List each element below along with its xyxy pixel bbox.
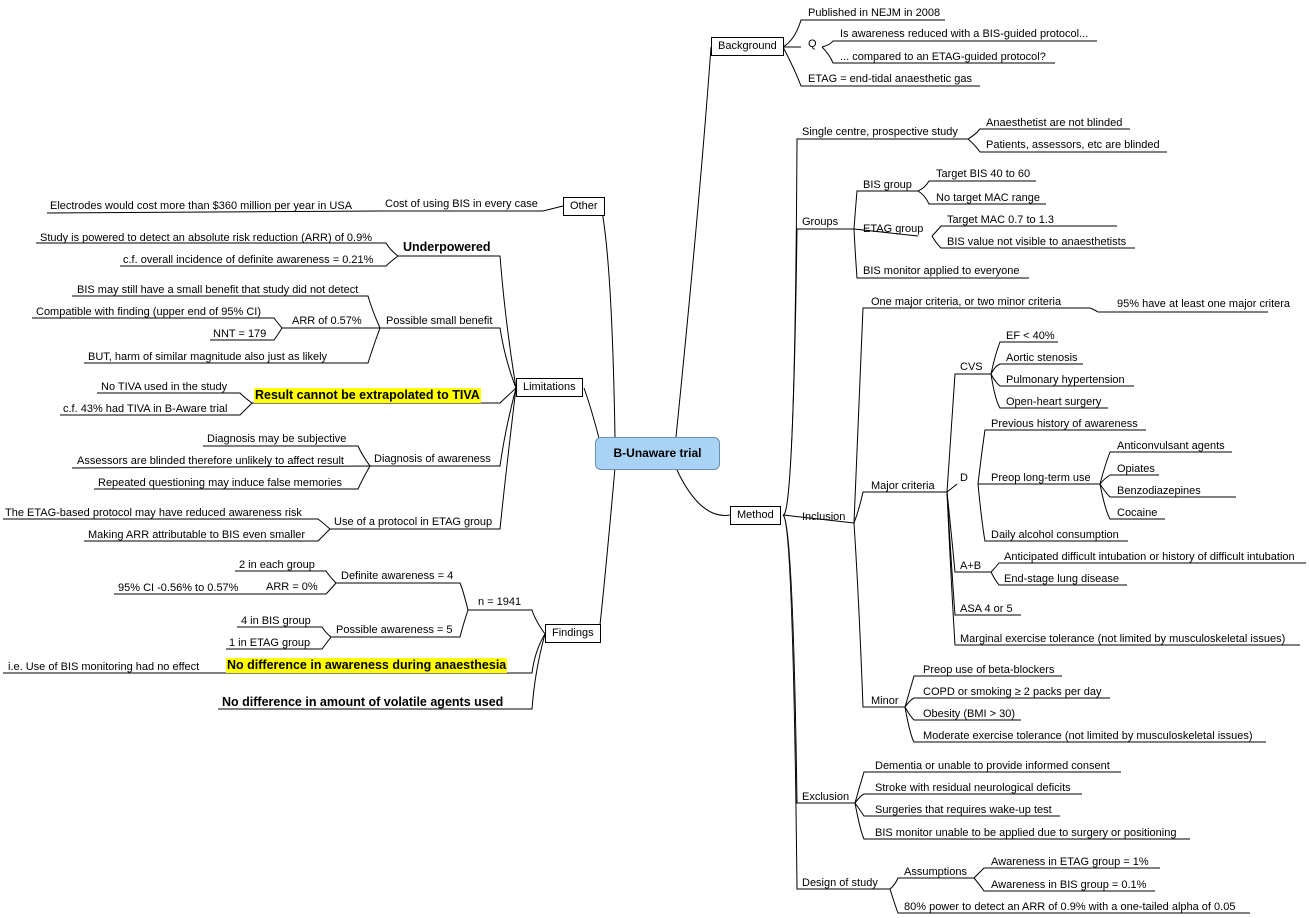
lim-nnt: NNT = 179	[213, 328, 267, 340]
find-definite: Definite awareness = 4	[341, 570, 454, 582]
incl-minor: Minor	[871, 695, 899, 707]
lim-compatible: Compatible with finding (upper end of 95…	[36, 306, 262, 318]
find-n: n = 1941	[478, 596, 522, 608]
ab-difficult: Anticipated difficult intubation or hist…	[1004, 551, 1295, 563]
design-assumptions: Assumptions	[904, 866, 967, 878]
lim-diag: Diagnosis of awareness	[374, 453, 491, 465]
bg-q-label: Q	[808, 38, 817, 50]
design-aw-bis: Awareness in BIS group = 0.1%	[991, 879, 1147, 891]
limitations-node[interactable]: Limitations	[516, 378, 583, 397]
lim-underpowered: Underpowered	[403, 240, 491, 254]
incl-95pct: 95% have at least one major critera	[1117, 298, 1291, 310]
ab-endstage: End-stage lung disease	[1004, 573, 1119, 585]
incl-major-criteria: Major criteria	[871, 480, 935, 492]
bg-etag-definition: ETAG = end-tidal anaesthetic gas	[808, 73, 972, 85]
d-preop-long: Preop long-term use	[991, 472, 1091, 484]
incl-marginal: Marginal exercise tolerance (not limited…	[960, 633, 1286, 645]
find-arr0: ARR = 0%	[266, 581, 318, 593]
d-anticonv: Anticonvulsant agents	[1117, 440, 1225, 452]
other-electrodes: Electrodes would cost more than $360 mil…	[50, 200, 353, 212]
method-anaesthetist: Anaesthetist are not blinded	[986, 117, 1123, 129]
minor-beta: Preop use of beta-blockers	[923, 664, 1055, 676]
cvs-pulm: Pulmonary hypertension	[1006, 374, 1125, 386]
method-bis-not-visible: BIS value not visible to anaesthetists	[947, 236, 1127, 248]
bg-question-2: ... compared to an ETAG-guided protocol?	[840, 51, 1046, 63]
lim-making: Making ARR attributable to BIS even smal…	[88, 529, 306, 541]
d-alcohol: Daily alcohol consumption	[991, 529, 1119, 541]
cvs-aortic: Aortic stenosis	[1006, 352, 1078, 364]
bg-question-1: Is awareness reduced with a BIS-guided p…	[840, 28, 1089, 40]
method-design: Design of study	[802, 877, 878, 889]
d-benzo: Benzodiazepines	[1117, 485, 1201, 497]
lim-repeated: Repeated questioning may induce false me…	[98, 477, 342, 489]
method-bis-group: BIS group	[863, 179, 912, 191]
lim-harm: BUT, harm of similar magnitude also just…	[88, 351, 328, 363]
method-bis-monitor-all: BIS monitor applied to everyone	[863, 265, 1020, 277]
method-no-target-mac: No target MAC range	[936, 192, 1040, 204]
other-cost: Cost of using BIS in every case	[385, 198, 538, 210]
minor-moderate: Moderate exercise tolerance (not limited…	[923, 730, 1253, 742]
d-opiates: Opiates	[1117, 463, 1155, 475]
lim-arr057: ARR of 0.57%	[292, 315, 362, 327]
method-inclusion: Inclusion	[802, 511, 846, 523]
findings-node[interactable]: Findings	[545, 624, 601, 643]
find-no-diff-aw: No difference in awareness during anaest…	[226, 658, 508, 673]
d-prev-history: Previous history of awareness	[991, 418, 1138, 430]
find-ie: i.e. Use of BIS monitoring had no effect	[8, 661, 200, 673]
design-aw-etag: Awareness in ETAG group = 1%	[991, 856, 1149, 868]
root-node[interactable]: B-Unaware trial	[595, 437, 720, 470]
lim-protocol: Use of a protocol in ETAG group	[334, 516, 493, 528]
incl-cvs: CVS	[960, 361, 983, 373]
find-no-diff-vol: No difference in amount of volatile agen…	[222, 695, 504, 709]
find-possible: Possible awareness = 5	[336, 624, 453, 636]
incl-asa: ASA 4 or 5	[960, 603, 1013, 615]
method-groups: Groups	[802, 216, 839, 228]
lim-subjective: Diagnosis may be subjective	[207, 433, 347, 445]
method-exclusion: Exclusion	[802, 791, 850, 803]
lim-small-benefit: Possible small benefit	[386, 315, 493, 327]
lim-etag-reduced: The ETAG-based protocol may have reduced…	[5, 507, 302, 519]
method-patients: Patients, assessors, etc are blinded	[986, 139, 1160, 151]
incl-ab: A+B	[960, 560, 982, 572]
background-node[interactable]: Background	[711, 37, 784, 56]
lim-may-have: BIS may still have a small benefit that …	[77, 284, 359, 296]
excl-bis-unable: BIS monitor unable to be applied due to …	[875, 827, 1177, 839]
excl-stroke: Stroke with residual neurological defici…	[875, 782, 1071, 794]
find-one-etag: 1 in ETAG group	[229, 637, 311, 649]
design-power: 80% power to detect an ARR of 0.9% with …	[904, 901, 1236, 913]
cvs-ef: EF < 40%	[1006, 330, 1055, 342]
lim-assessors: Assessors are blinded therefore unlikely…	[77, 455, 344, 467]
bg-published: Published in NEJM in 2008	[808, 7, 941, 19]
method-node[interactable]: Method	[730, 506, 781, 525]
find-ci: 95% CI -0.56% to 0.57%	[118, 582, 239, 594]
lim-incidence: c.f. overall incidence of definite aware…	[123, 254, 374, 266]
method-target-mac: Target MAC 0.7 to 1.3	[947, 214, 1054, 226]
cvs-openheart: Open-heart surgery	[1006, 396, 1102, 408]
method-single-centre: Single centre, prospective study	[802, 126, 958, 138]
incl-one-major: One major criteria, or two minor criteri…	[871, 296, 1062, 308]
excl-dementia: Dementia or unable to provide informed c…	[875, 760, 1110, 772]
find-four-bis: 4 in BIS group	[241, 615, 311, 627]
lim-powered: Study is powered to detect an absolute r…	[40, 232, 373, 244]
find-two-each: 2 in each group	[239, 559, 315, 571]
incl-d: D	[960, 472, 968, 484]
lim-tiva: Result cannot be extrapolated to TIVA	[254, 388, 481, 403]
lim-cf43: c.f. 43% had TIVA in B-Aware trial	[63, 403, 228, 415]
minor-copd: COPD or smoking ≥ 2 packs per day	[923, 686, 1102, 698]
d-cocaine: Cocaine	[1117, 507, 1158, 519]
method-etag-group: ETAG group	[863, 223, 924, 235]
other-node[interactable]: Other	[563, 197, 605, 216]
method-target-bis: Target BIS 40 to 60	[936, 168, 1031, 180]
minor-obesity: Obesity (BMI > 30)	[923, 708, 1016, 720]
excl-wakeup: Surgeries that requires wake-up test	[875, 804, 1052, 816]
lim-no-tiva: No TIVA used in the study	[101, 381, 228, 393]
